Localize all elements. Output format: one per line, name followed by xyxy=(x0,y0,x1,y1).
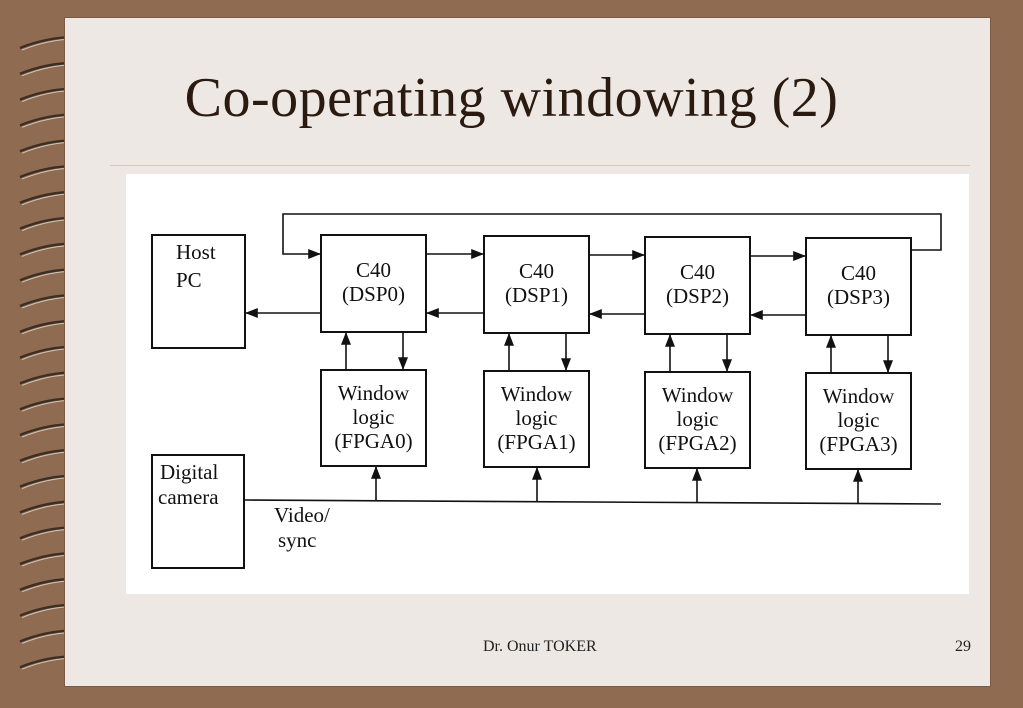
fpga-to-dsp-arrow-1 xyxy=(504,333,514,346)
camera-label-line1: Digital xyxy=(160,460,218,484)
fpga1-block: Window logic (FPGA1) xyxy=(483,370,590,468)
dsp3-label-line1: C40 xyxy=(841,261,876,285)
dsp2-label-line2: (DSP2) xyxy=(666,284,729,308)
dsp0-block: C40 (DSP0) xyxy=(320,234,427,333)
dsp0-label-line1: C40 xyxy=(356,258,391,282)
fpga-to-dsp-arrow-2 xyxy=(665,334,675,347)
fpga3-label-line3: (FPGA3) xyxy=(819,432,897,456)
return-arrow-1 xyxy=(589,309,602,319)
forward-arrow-1 xyxy=(632,250,645,260)
fpga-to-dsp-arrow-0 xyxy=(341,332,351,345)
dsp-to-fpga-arrow-2 xyxy=(722,359,732,372)
dsp1-label-line1: C40 xyxy=(519,259,554,283)
fpga0-block: Window logic (FPGA0) xyxy=(320,369,427,467)
fpga0-label-line1: Window xyxy=(338,381,410,405)
fpga1-label-line2: logic xyxy=(516,406,558,430)
loop-back-wire xyxy=(282,213,942,255)
block-diagram: Host PC Digital camera Video/ sync C40 (… xyxy=(126,174,969,594)
return-arrow-2 xyxy=(426,308,439,318)
dsp2-block: C40 (DSP2) xyxy=(644,236,751,335)
bus-to-fpga-arrow-0 xyxy=(371,466,381,479)
fpga2-label-line2: logic xyxy=(677,407,719,431)
fpga3-label-line2: logic xyxy=(838,408,880,432)
host-pc-block: Host PC xyxy=(151,234,246,349)
video-sync-bus xyxy=(243,499,942,505)
fpga1-label-line3: (FPGA1) xyxy=(497,430,575,454)
video-sync-label-line1: Video/ xyxy=(274,503,330,527)
dsp-to-fpga-arrow-3 xyxy=(883,360,893,373)
slide-title: Co-operating windowing (2) xyxy=(184,67,839,129)
video-sync-label-line2: sync xyxy=(278,528,317,552)
dsp1-block: C40 (DSP1) xyxy=(483,235,590,334)
fpga2-label-line3: (FPGA2) xyxy=(658,431,736,455)
fpga-to-dsp-arrow-3 xyxy=(826,335,836,348)
fpga2-label-line1: Window xyxy=(662,383,734,407)
fpga1-label-line1: Window xyxy=(501,382,573,406)
return-arrow-0 xyxy=(750,310,763,320)
dsp-to-fpga-arrow-0 xyxy=(398,357,408,370)
dsp3-block: C40 (DSP3) xyxy=(805,237,912,336)
bus-to-fpga-arrow-1 xyxy=(532,467,542,480)
diagram-connections xyxy=(243,213,942,505)
bus-to-fpga-arrow-2 xyxy=(692,468,702,481)
forward-arrow-0 xyxy=(471,249,484,259)
fpga0-label-line3: (FPGA0) xyxy=(334,429,412,453)
forward-arrow-2 xyxy=(793,251,806,261)
fpga2-block: Window logic (FPGA2) xyxy=(644,371,751,469)
bus-to-fpga-arrow-3 xyxy=(853,469,863,482)
footer-author: Dr. Onur TOKER xyxy=(483,638,597,655)
dsp0-label-line2: (DSP0) xyxy=(342,282,405,306)
digital-camera-block: Digital camera xyxy=(151,454,245,569)
dsp1-label-line2: (DSP1) xyxy=(505,283,568,307)
dsp-to-fpga-arrow-1 xyxy=(561,358,571,371)
title-divider xyxy=(110,165,970,166)
camera-label-line2: camera xyxy=(158,485,219,509)
host-pc-label-line2: PC xyxy=(176,268,202,292)
page-number: 29 xyxy=(955,638,971,655)
fpga3-block: Window logic (FPGA3) xyxy=(805,372,912,470)
dsp3-label-line2: (DSP3) xyxy=(827,285,890,309)
loop-back-arrow xyxy=(308,249,321,259)
fpga3-label-line1: Window xyxy=(823,384,895,408)
host-pc-label-line1: Host xyxy=(176,240,216,264)
dsp2-label-line1: C40 xyxy=(680,260,715,284)
return-arrow-3 xyxy=(245,308,258,318)
fpga0-label-line2: logic xyxy=(353,405,395,429)
